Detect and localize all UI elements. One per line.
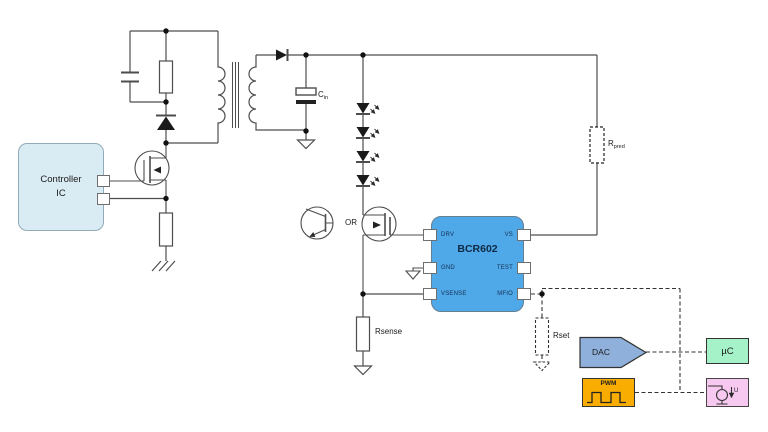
- cin-label-base: C: [318, 90, 324, 99]
- bcr602-pin-drv: [423, 229, 437, 241]
- pin-label-mfio: MFIO: [497, 291, 513, 297]
- bcr602-pin-vs: [517, 229, 531, 241]
- or-label: OR: [345, 218, 357, 227]
- controller-ic-box: Controller IC: [18, 143, 104, 231]
- pwm-block: PWM: [582, 378, 635, 407]
- pin-label-vsense: VSENSE: [441, 291, 467, 297]
- bcr602-pin-test: [517, 262, 531, 274]
- controller-ic-label-line2: IC: [56, 188, 66, 199]
- pwm-label: PWM: [600, 380, 617, 387]
- bcr602-pin-vsense: [423, 288, 437, 300]
- rsense-label: Rsense: [375, 327, 403, 336]
- cin-label: Cin: [318, 90, 328, 101]
- pin-label-drv: DRV: [441, 232, 455, 238]
- rpred-label: Rpred: [608, 139, 625, 150]
- controller-pin-source: [97, 192, 110, 205]
- bcr602-pin-gnd: [423, 262, 437, 274]
- uc-label: µC: [721, 345, 734, 357]
- voltage-source-block: [706, 378, 749, 407]
- pin-label-vs: VS: [504, 232, 513, 238]
- rpred-label-base: R: [608, 139, 614, 148]
- pin-label-test: TEST: [496, 265, 513, 271]
- bcr602-box: [431, 216, 524, 312]
- rset-label: Rset: [553, 331, 570, 340]
- dac-label: DAC: [592, 347, 610, 357]
- bcr602-pin-mfio: [517, 288, 531, 300]
- microcontroller-block: µC: [706, 338, 749, 364]
- voltage-label: U: [734, 388, 739, 394]
- controller-pin-gate: [97, 175, 110, 187]
- rpred-label-sub: pred: [613, 144, 625, 150]
- pin-label-gnd: GND: [441, 265, 455, 271]
- bcr602-label: BCR602: [457, 243, 498, 255]
- controller-ic-label-line1: Controller: [40, 173, 82, 185]
- cin-label-sub: in: [323, 95, 329, 101]
